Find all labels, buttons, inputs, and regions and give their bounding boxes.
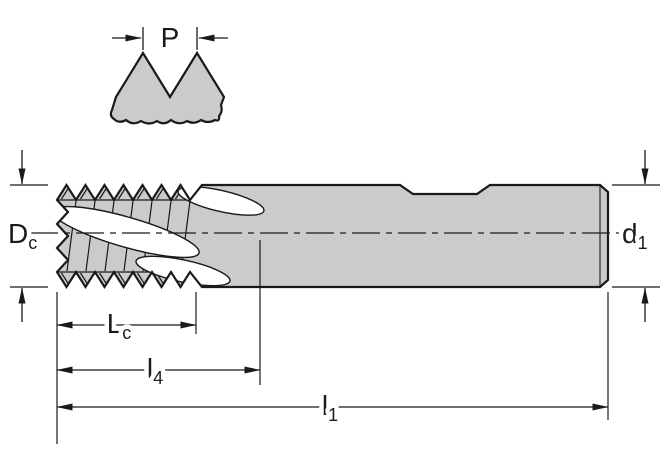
dimension-p — [112, 27, 228, 50]
tool-silhouette-fill — [57, 185, 608, 287]
tool-body — [30, 182, 647, 290]
label-pitch: P — [161, 22, 180, 53]
flute-2 — [177, 186, 265, 216]
thread-flute-details — [57, 186, 265, 287]
flute-1 — [57, 205, 200, 259]
label-cutting-length: Lc — [107, 308, 132, 343]
label-shank-diameter: d1 — [622, 218, 648, 253]
label-overall-length: l1 — [322, 390, 338, 425]
flute-3 — [135, 255, 231, 287]
dimension-dc — [10, 150, 48, 322]
label-flute-length: l4 — [147, 353, 163, 388]
flutes — [57, 186, 265, 287]
label-cutting-diameter: Dc — [8, 218, 37, 253]
thread-profile-detail: P — [109, 18, 228, 125]
tool-silhouette-outline — [55, 182, 610, 290]
dimension-d1 — [612, 150, 660, 322]
thread-profile-shape — [109, 50, 226, 125]
